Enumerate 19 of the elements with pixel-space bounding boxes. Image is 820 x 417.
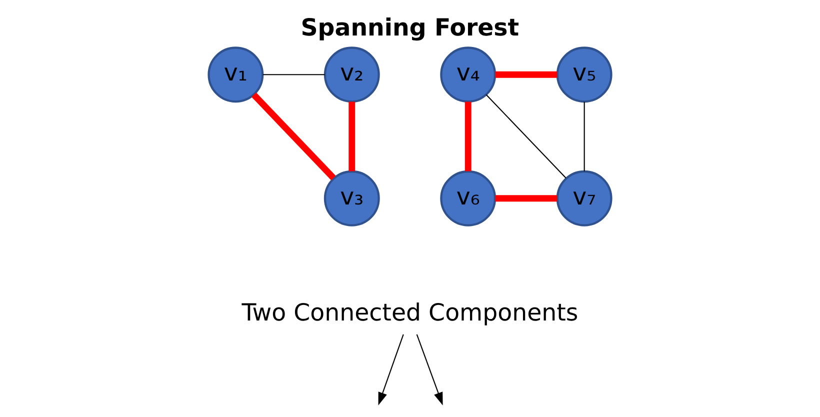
connector: [252, 92, 336, 180]
connector: [348, 101, 356, 171]
node-circle: v₃: [324, 170, 380, 226]
node-circle: v₁: [208, 46, 264, 102]
connector: [486, 94, 566, 178]
connector: [584, 101, 585, 171]
node-circle: v₂: [324, 46, 380, 102]
arrow: [378, 334, 404, 405]
node-text: Two Connected Components: [242, 298, 578, 326]
connector: [262, 74, 325, 75]
connector: [495, 70, 558, 78]
node-circle: v₇: [556, 170, 612, 226]
diagram-title: Spanning Forest: [300, 12, 520, 41]
connector: [464, 101, 472, 171]
node-circle: v₅: [556, 46, 612, 102]
node-circle: v₆: [440, 170, 496, 226]
arrow: [416, 334, 443, 405]
node-circle: v₄: [440, 46, 496, 102]
connector: [495, 194, 558, 202]
